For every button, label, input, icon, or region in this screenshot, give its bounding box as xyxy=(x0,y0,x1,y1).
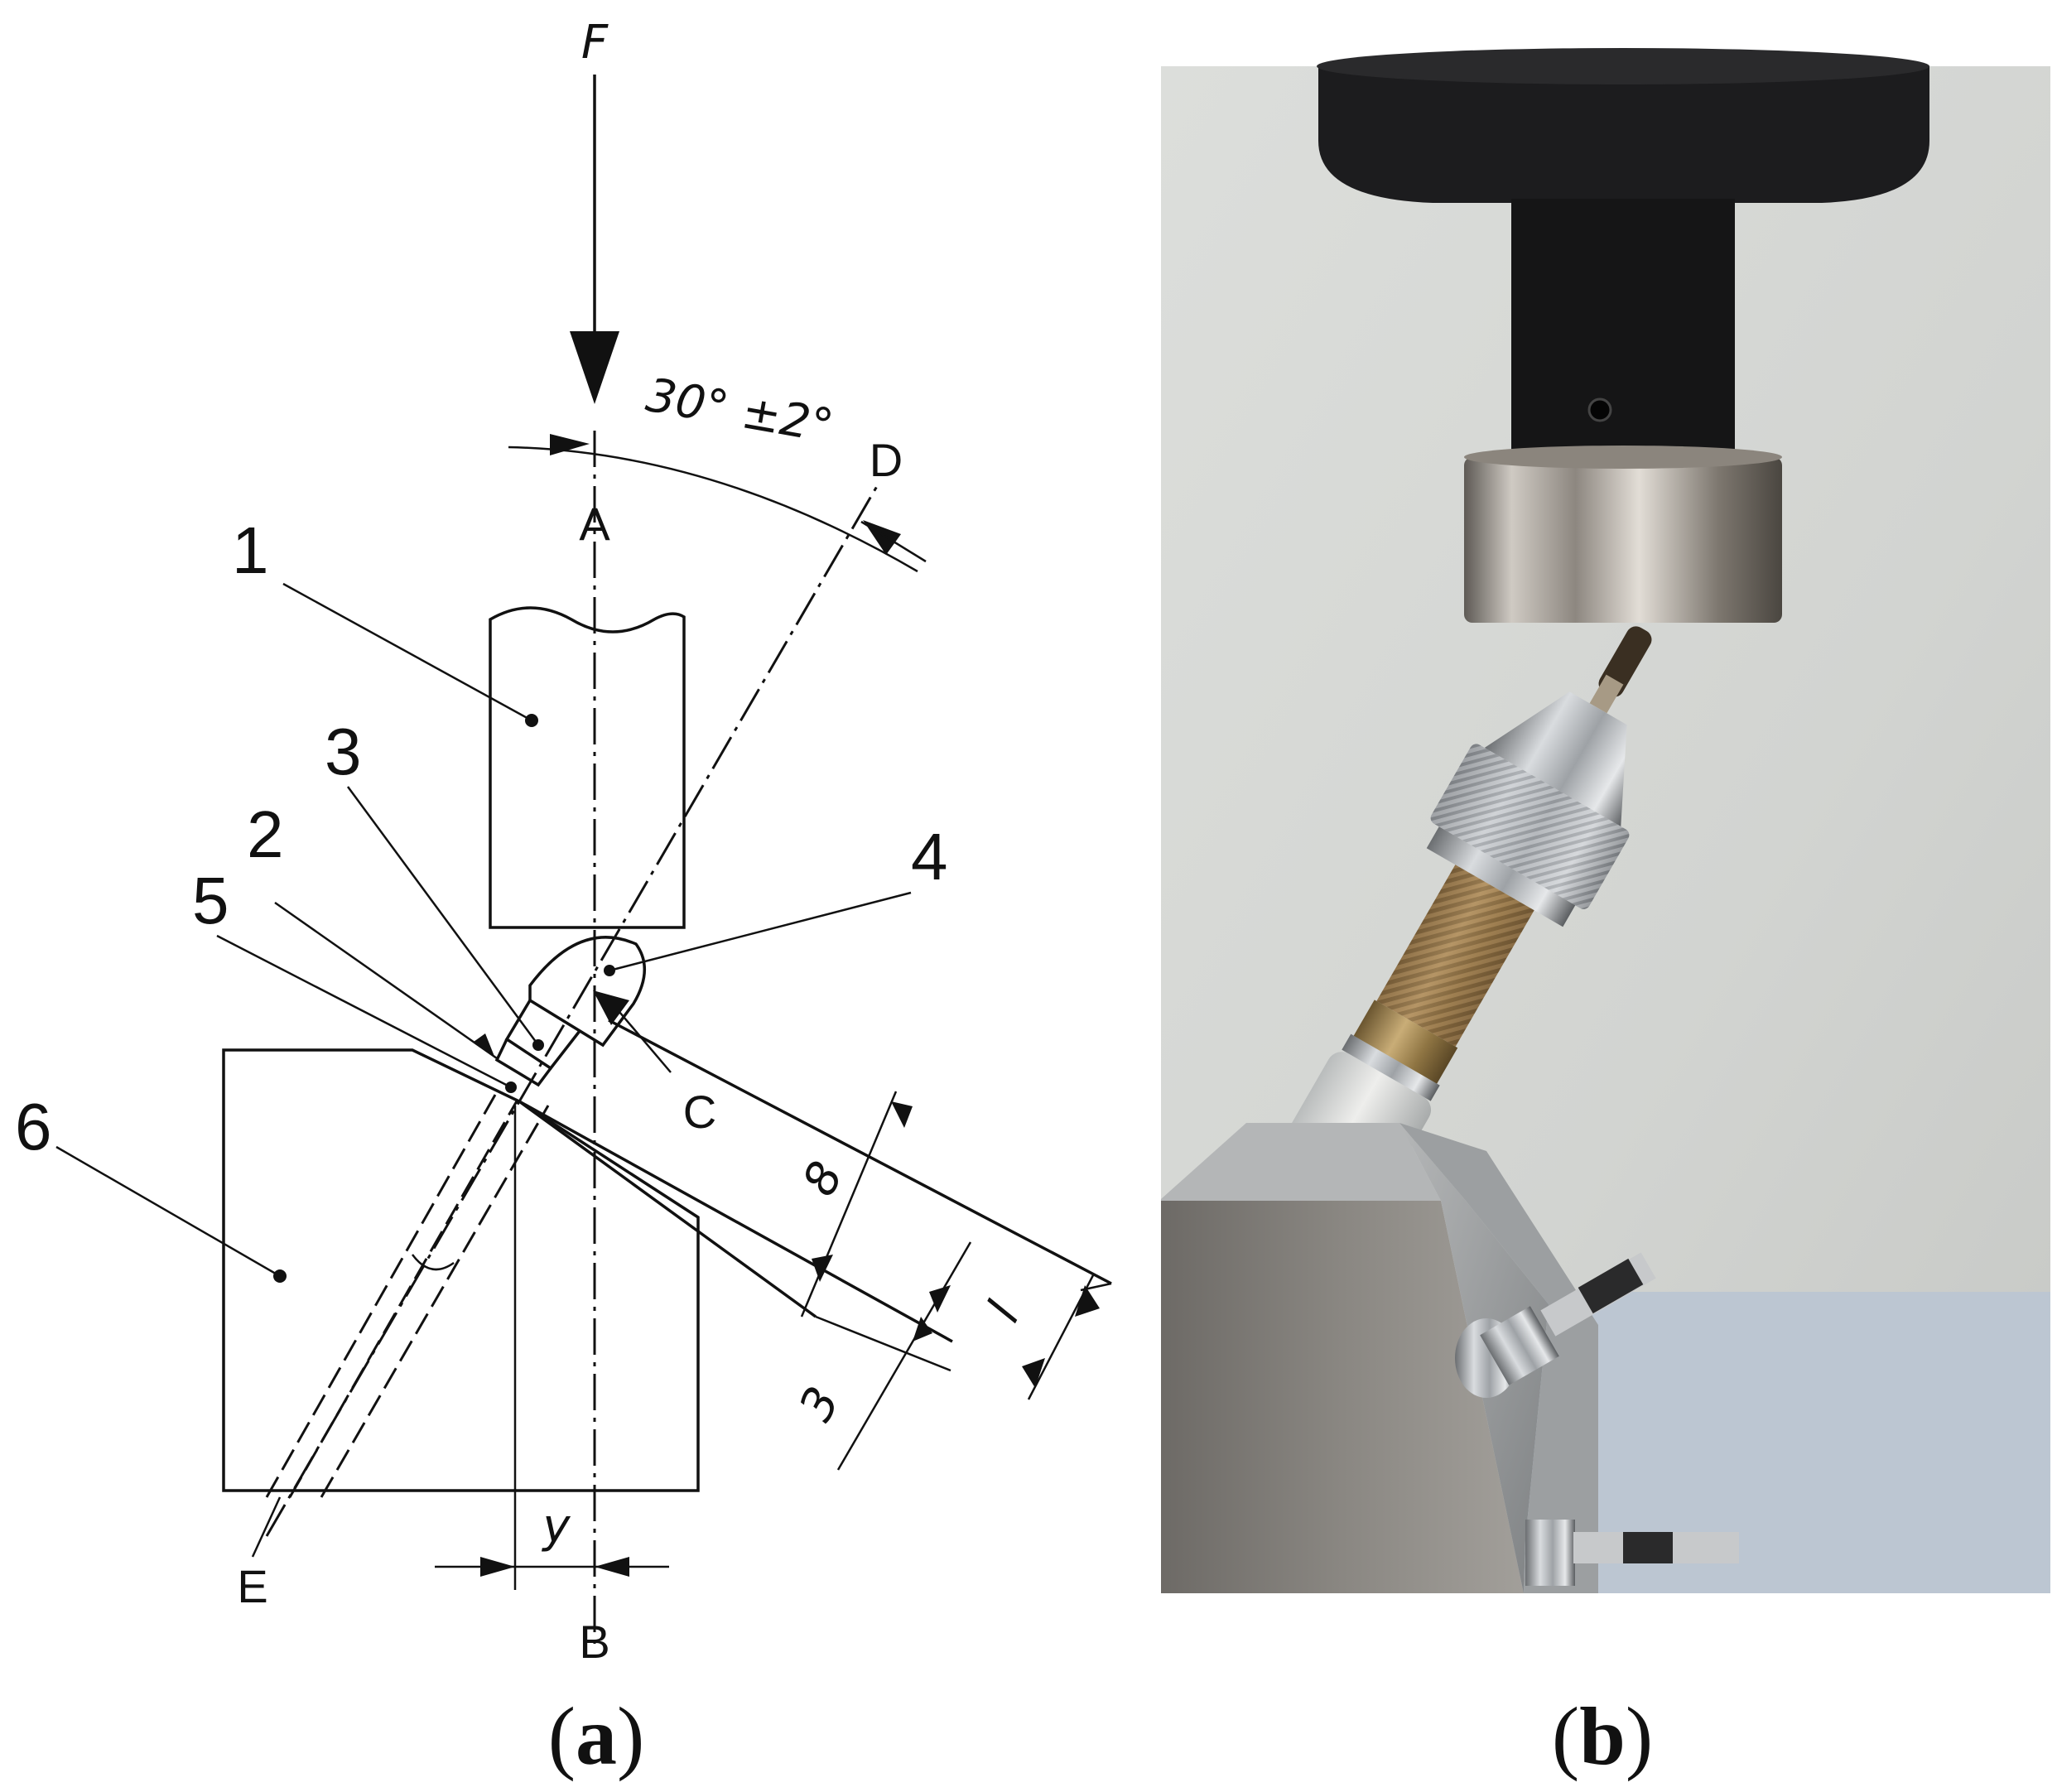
point-a-label: A xyxy=(579,498,610,550)
metal-washer xyxy=(1342,1033,1440,1101)
leader-5 xyxy=(216,934,512,1089)
specimen-neck xyxy=(494,1038,552,1087)
part-4-label: 4 xyxy=(911,820,948,894)
part-1-label: 1 xyxy=(232,513,269,587)
set-screw-hole xyxy=(1587,397,1612,422)
brass-knurl-shade xyxy=(1376,865,1534,1047)
incline-line-4 xyxy=(815,1315,951,1372)
dim-8-arrow-top xyxy=(891,1101,913,1128)
point-b-label: B xyxy=(579,1616,609,1668)
chuck-cone xyxy=(1484,691,1627,827)
hex-bit-upper xyxy=(1455,1252,1656,1398)
part-3-label: 3 xyxy=(325,715,362,788)
part-6-label: 6 xyxy=(15,1090,52,1163)
point-c-label: C xyxy=(683,1086,716,1138)
actuator-head xyxy=(1318,66,1929,203)
chuck-knurl-shade xyxy=(1430,744,1630,909)
technical-drawing: F 30° ±2° xyxy=(15,16,1112,1668)
chrome-ring-top xyxy=(1464,446,1782,469)
dim-8-arrow-bottom xyxy=(812,1255,833,1282)
hex-bit-lower xyxy=(1525,1520,1739,1586)
dim-3-line xyxy=(836,1241,972,1471)
dim-l-label: l xyxy=(977,1293,1031,1331)
dim-y-label: y xyxy=(541,1500,571,1554)
angle-arrow-left xyxy=(550,434,590,455)
part-5-label: 5 xyxy=(192,864,229,937)
support-block xyxy=(222,1048,700,1492)
dim-y-arrow-left xyxy=(480,1557,515,1577)
actuator-shaft xyxy=(1511,199,1735,464)
point-d-label: D xyxy=(870,434,903,486)
incline-line-3 xyxy=(608,1019,1112,1285)
specimen-shank xyxy=(1589,674,1624,714)
leader-4 xyxy=(609,891,912,972)
dim-l-arrow-top xyxy=(1075,1285,1100,1317)
part-2-label: 2 xyxy=(247,797,284,871)
leader-6 xyxy=(55,1145,281,1278)
incline-line-2 xyxy=(518,1100,817,1318)
dim-3-label: 3 xyxy=(789,1379,850,1430)
specimen-head xyxy=(528,936,646,1048)
dim-8-line xyxy=(800,1091,898,1318)
chuck-base xyxy=(1426,826,1576,927)
point-e-label: E xyxy=(237,1560,267,1612)
force-label: F xyxy=(581,16,609,70)
dim-3-arrow-top xyxy=(929,1285,951,1313)
point-e-leader xyxy=(251,1496,282,1558)
specimen-collar xyxy=(504,1000,581,1071)
fixture-top-face xyxy=(1161,1123,1441,1201)
panel-b-caption: (b) xyxy=(1552,1690,1653,1782)
angle-ext-right xyxy=(860,520,927,563)
fixture-left-face xyxy=(1161,1201,1524,1593)
leader-3 xyxy=(346,786,540,1046)
leader-2-arrow xyxy=(474,1033,495,1058)
panel-a-caption: (a) xyxy=(548,1690,645,1782)
leader-2 xyxy=(274,901,498,1060)
angle-arc xyxy=(508,446,918,573)
fixture-bevel xyxy=(1399,1123,1598,1593)
brass-collar xyxy=(1349,1000,1458,1091)
force-arrowhead xyxy=(570,331,619,404)
incline-line-1 xyxy=(518,1100,953,1343)
point-c-arrow xyxy=(593,990,629,1025)
axis-e-d xyxy=(265,481,881,1537)
loading-plunger xyxy=(489,606,686,929)
angle-label: 30° ±2° xyxy=(643,369,837,455)
slot-line-1 xyxy=(265,1094,497,1498)
dim-3-arrow-bottom xyxy=(913,1317,932,1342)
slot-line-2 xyxy=(288,1099,519,1498)
blue-table xyxy=(1507,1292,2050,1593)
dim-l-arrow-bottom xyxy=(1022,1358,1045,1388)
slot-line-3 xyxy=(320,1105,550,1498)
leader-1 xyxy=(282,582,532,722)
dim-y-arrow-right xyxy=(595,1557,629,1577)
point-c-leader xyxy=(619,1011,672,1073)
chrome-ring xyxy=(1464,457,1782,623)
dim-8-label: 8 xyxy=(792,1154,854,1205)
test-setup-photo xyxy=(1161,48,2050,1593)
slot-end-arc xyxy=(411,1254,455,1271)
actuator-top-edge xyxy=(1317,48,1929,84)
fixture-right-face xyxy=(1399,1123,1549,1593)
